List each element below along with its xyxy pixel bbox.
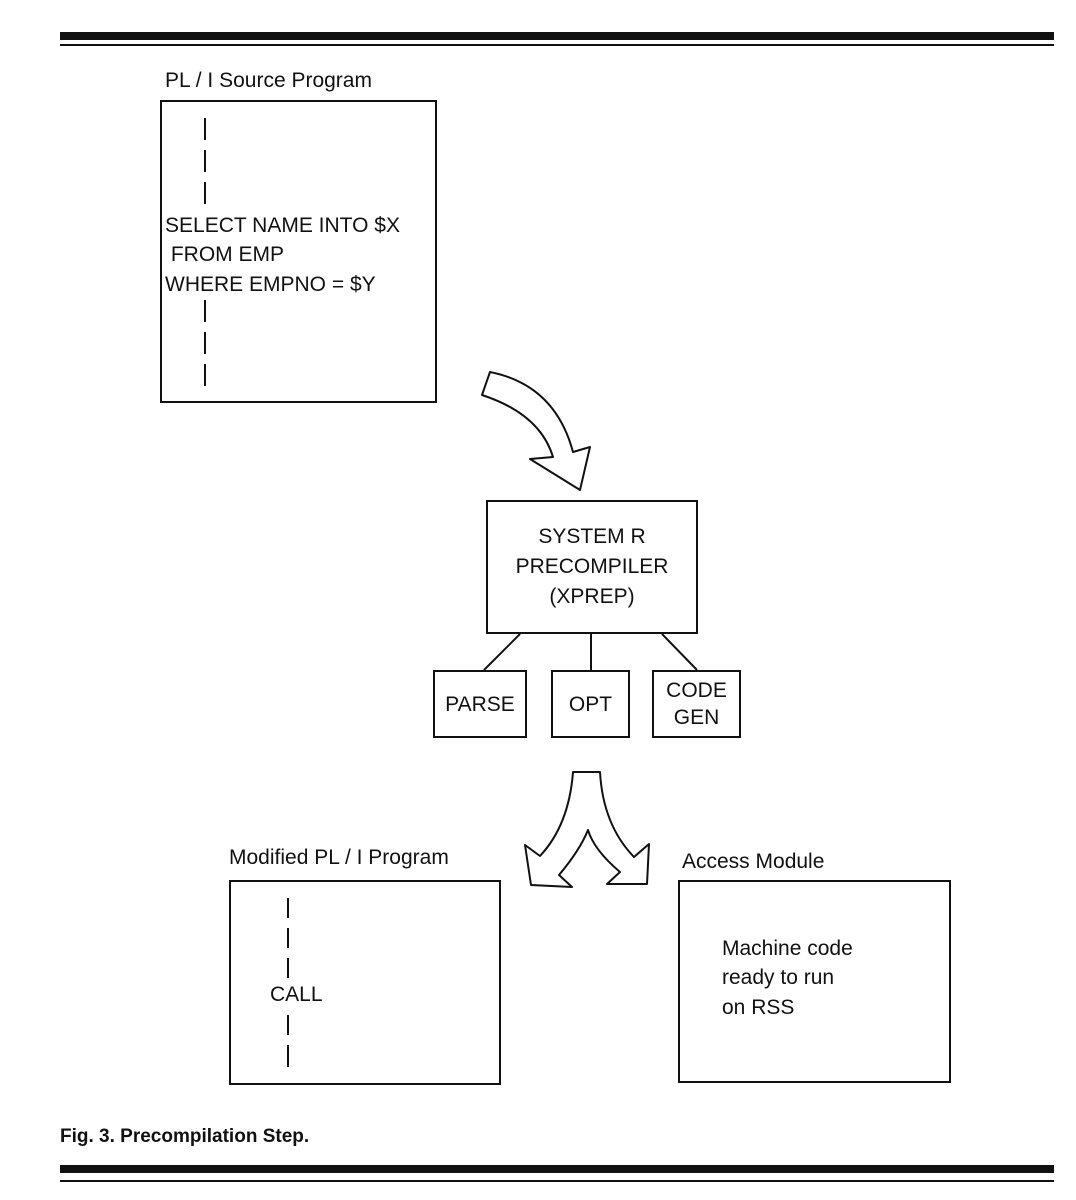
source-line-3: WHERE EMPNO = $Y bbox=[165, 273, 376, 296]
precompiler-line-2: PRECOMPILER bbox=[515, 555, 669, 578]
opt-box: OPT bbox=[551, 670, 630, 738]
curved-arrow bbox=[481, 371, 591, 491]
top-rule-thin bbox=[60, 44, 1054, 46]
connector-codegen bbox=[661, 633, 698, 671]
access-module-title: Access Module bbox=[682, 850, 825, 873]
split-arrow bbox=[524, 771, 650, 888]
source-line-1: SELECT NAME INTO $X bbox=[165, 214, 400, 237]
source-program-box bbox=[160, 100, 437, 403]
codegen-label-2: GEN bbox=[673, 706, 720, 729]
parse-box: PARSE bbox=[433, 670, 527, 738]
codegen-label-1: CODE bbox=[666, 679, 727, 702]
access-line-1: Machine code bbox=[722, 937, 853, 960]
opt-label: OPT bbox=[568, 692, 613, 716]
precompiler-line-3: (XPREP) bbox=[549, 585, 635, 608]
access-line-3: on RSS bbox=[722, 996, 795, 1019]
codegen-box: CODE GEN bbox=[652, 670, 741, 738]
bottom-rule-thick bbox=[60, 1165, 1054, 1173]
access-line-2: ready to run bbox=[722, 966, 835, 989]
source-program-title: PL / I Source Program bbox=[165, 69, 372, 92]
top-rule-thick bbox=[60, 32, 1054, 40]
access-module-box bbox=[678, 880, 951, 1083]
call-label: CALL bbox=[270, 983, 323, 1006]
parse-label: PARSE bbox=[445, 692, 515, 716]
figure-caption: Fig. 3. Precompilation Step. bbox=[60, 1126, 310, 1147]
source-line-2: FROM EMP bbox=[165, 243, 284, 266]
modified-program-box bbox=[229, 880, 501, 1085]
modified-program-title: Modified PL / I Program bbox=[229, 846, 449, 869]
precompiler-box: SYSTEM R PRECOMPILER (XPREP) bbox=[486, 500, 698, 634]
connector-parse bbox=[483, 633, 521, 671]
bottom-rule-thin bbox=[60, 1180, 1054, 1182]
precompiler-line-1: SYSTEM R bbox=[538, 525, 646, 548]
